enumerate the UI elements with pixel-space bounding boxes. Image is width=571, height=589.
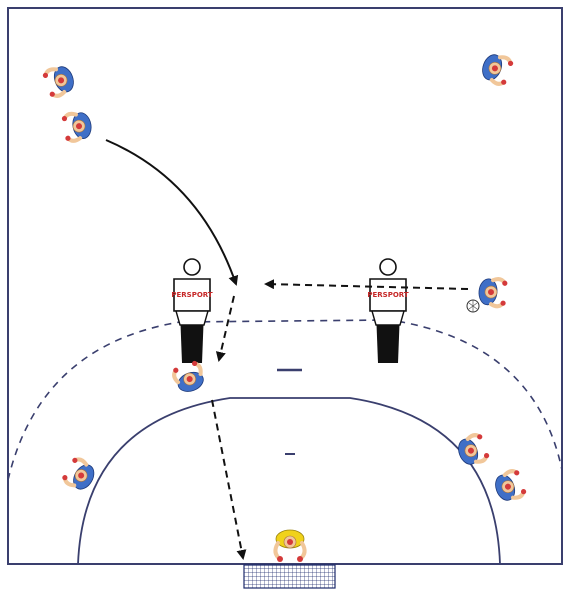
- free-throw-line: [7, 319, 563, 481]
- goal-net: [243, 564, 336, 589]
- dummy-brand-label: PERSPORT: [367, 291, 409, 299]
- dummy-brand-label: PERSPORT: [171, 291, 213, 299]
- run-down-arrow: [215, 295, 235, 362]
- shot-arrow: [211, 399, 247, 560]
- run-curve-arrow: [105, 139, 239, 286]
- pass-arrow: [264, 279, 469, 290]
- defensive-dummy-left: PERSPORT: [171, 258, 213, 363]
- defensive-dummy-right: PERSPORT: [367, 258, 409, 363]
- ball-icon: [466, 299, 480, 313]
- court-boundary: [7, 7, 563, 565]
- goal-area-line: [77, 397, 501, 565]
